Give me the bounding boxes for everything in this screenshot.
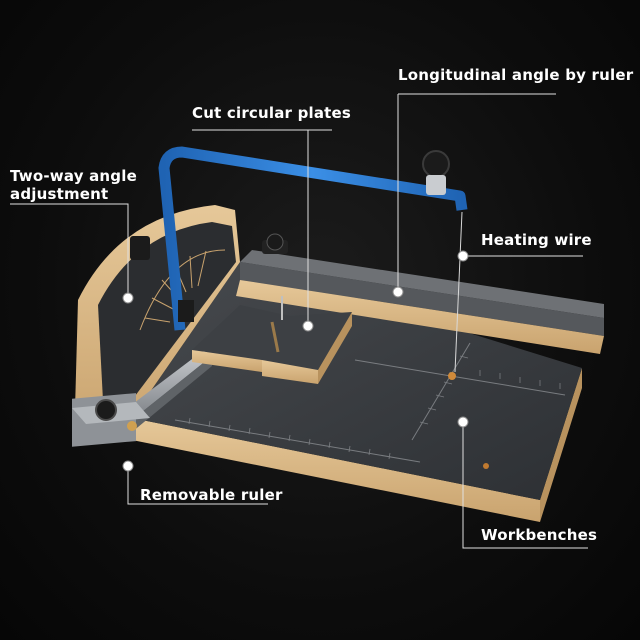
- label-cut-circular-plates: Cut circular plates: [192, 104, 352, 122]
- longitudinal-fence: [236, 233, 604, 354]
- label-workbenches: Workbenches: [481, 526, 598, 544]
- angle-knob-mount: [130, 236, 150, 260]
- label-two-way-line1: Two-way angle: [10, 167, 137, 185]
- cutter-arm: [158, 146, 468, 373]
- workbench-front-edge: [132, 418, 540, 522]
- label-removable-ruler: Removable ruler: [140, 486, 283, 504]
- removable-ruler-rail: [72, 350, 212, 447]
- screw-hole: [483, 463, 489, 469]
- label-two-way-angle: Two-way angle adjustment: [10, 167, 140, 203]
- label-two-way-line2: adjustment: [10, 185, 109, 203]
- ruler-knob: [95, 399, 117, 421]
- callout-dots: [122, 250, 469, 472]
- label-heating-wire: Heating wire: [481, 231, 592, 249]
- tension-knob: [422, 150, 450, 178]
- callouts: [10, 93, 588, 549]
- center-marker: [448, 372, 456, 380]
- angle-adjust-plate: [75, 205, 240, 440]
- ruler-markings: [174, 342, 566, 463]
- label-longitudinal-angle: Longitudinal angle by ruler: [398, 66, 634, 84]
- heating-wire-line: [454, 211, 463, 373]
- cut-plates: [192, 296, 352, 384]
- workbench-right-edge: [540, 368, 582, 522]
